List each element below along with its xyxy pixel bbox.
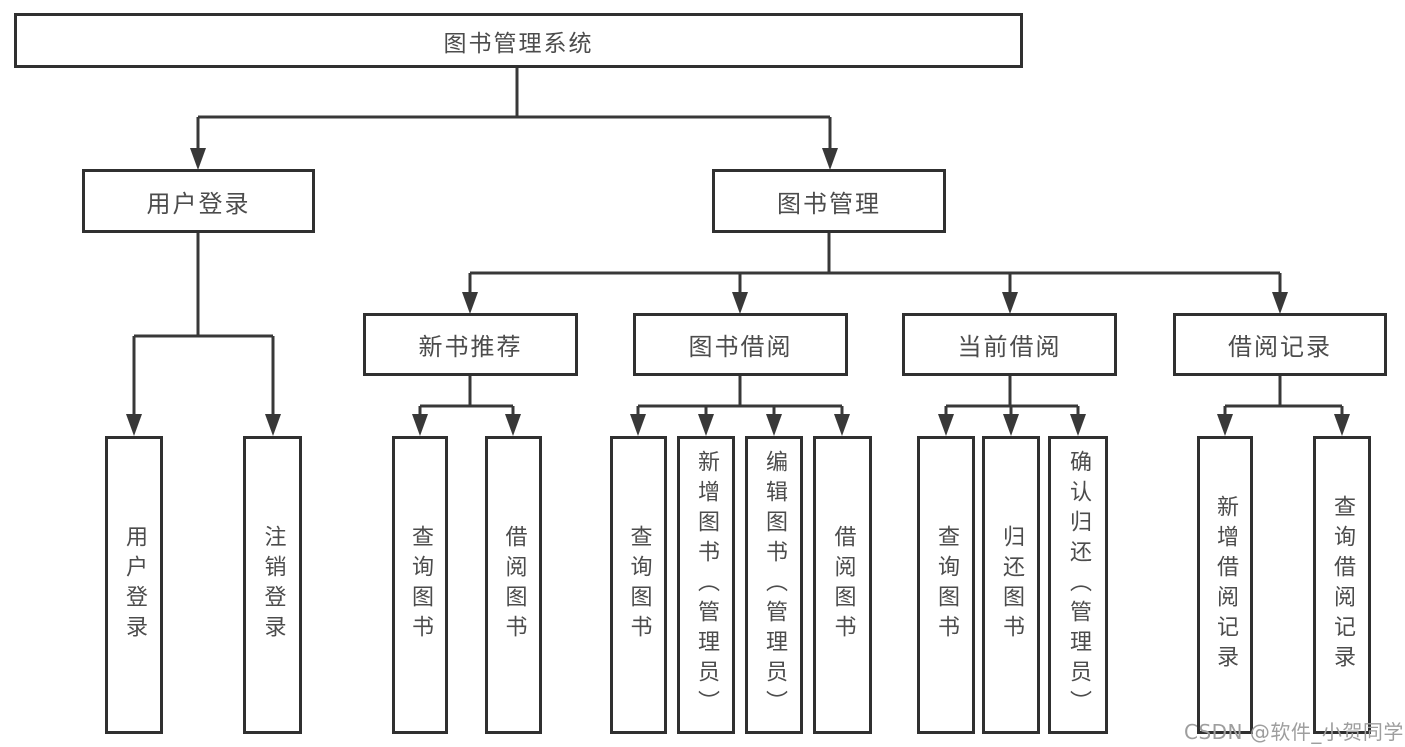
leaf-current-query-books: 查询图书 (917, 436, 975, 734)
arrowhead-icon (1272, 292, 1288, 314)
arrowhead-icon (1217, 414, 1233, 436)
arrowhead-icon (698, 414, 714, 436)
leaf-borrow-edit-books-admin: 编辑图书（管理员） (745, 436, 803, 734)
node-book-management: 图书管理 (712, 169, 946, 233)
leaf-records-add: 新增借阅记录 (1197, 436, 1253, 734)
arrowhead-icon (462, 292, 478, 314)
connector-root-to-level2 (190, 68, 838, 170)
arrowhead-icon (834, 414, 850, 436)
arrowhead-icon (732, 292, 748, 314)
node-borrow-records: 借阅记录 (1173, 313, 1387, 376)
watermark: CSDN @软件_小贺同学 (1184, 720, 1404, 744)
connector-recommend-to-leaves (412, 376, 521, 436)
arrowhead-icon (1334, 414, 1350, 436)
leaf-records-query: 查询借阅记录 (1313, 436, 1371, 734)
arrowhead-icon (126, 414, 142, 436)
arrowhead-icon (265, 414, 281, 436)
connector-manage-to-level3 (462, 233, 1288, 314)
leaf-borrow-lend-books: 借阅图书 (813, 436, 872, 734)
arrowhead-icon (938, 414, 954, 436)
node-user-login: 用户登录 (82, 169, 315, 233)
leaf-current-confirm-return-admin: 确认归还（管理员） (1048, 436, 1108, 734)
node-root: 图书管理系统 (14, 13, 1023, 68)
connector-borrow-to-leaves (630, 376, 850, 436)
arrowhead-icon (630, 414, 646, 436)
node-new-book-recommend: 新书推荐 (363, 313, 578, 376)
arrowhead-icon (505, 414, 521, 436)
connector-current-to-leaves (938, 376, 1086, 436)
node-current-borrow: 当前借阅 (902, 313, 1117, 376)
connector-login-to-leaves (126, 233, 281, 436)
leaf-user-login: 用户登录 (105, 436, 163, 734)
arrowhead-icon (822, 148, 838, 170)
leaf-recommend-query-books: 查询图书 (392, 436, 448, 734)
arrowhead-icon (1002, 292, 1018, 314)
leaf-logout: 注销登录 (243, 436, 302, 734)
leaf-borrow-add-books-admin: 新增图书（管理员） (677, 436, 735, 734)
leaf-current-return-books: 归还图书 (982, 436, 1040, 734)
arrowhead-icon (1070, 414, 1086, 436)
leaf-recommend-borrow-books: 借阅图书 (485, 436, 542, 734)
arrowhead-icon (766, 414, 782, 436)
leaf-borrow-query-books: 查询图书 (610, 436, 667, 734)
arrowhead-icon (412, 414, 428, 436)
arrowhead-icon (190, 148, 206, 170)
node-book-borrow: 图书借阅 (633, 313, 848, 376)
arrowhead-icon (1003, 414, 1019, 436)
connector-records-to-leaves (1217, 376, 1350, 436)
